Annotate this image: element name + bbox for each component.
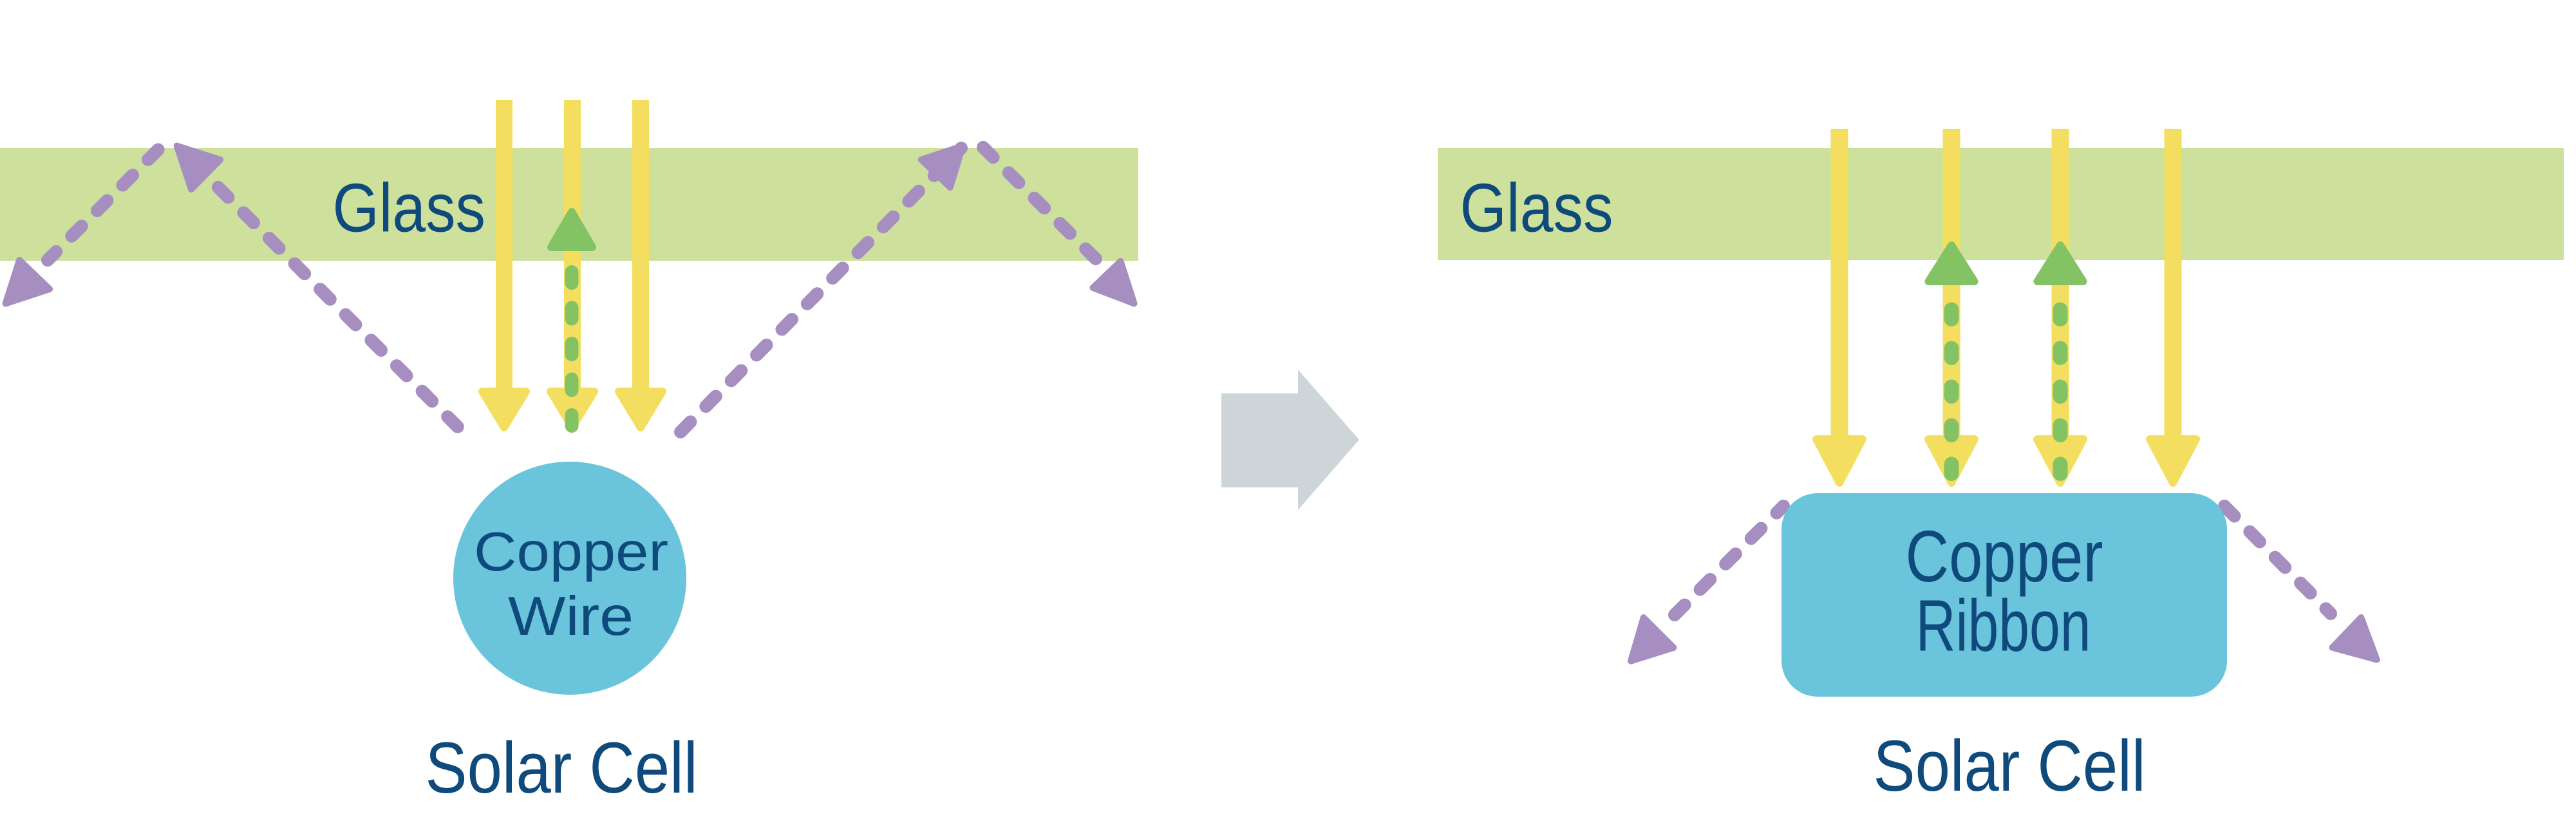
svg-text:Copper: Copper: [1906, 516, 2103, 597]
svg-text:Glass: Glass: [1460, 169, 1613, 247]
svg-text:Solar Cell: Solar Cell: [1874, 726, 2146, 806]
svg-text:Wire: Wire: [508, 586, 634, 647]
svg-text:Glass: Glass: [333, 169, 486, 247]
svg-text:Solar Cell: Solar Cell: [426, 728, 698, 808]
svg-text:Ribbon: Ribbon: [1916, 585, 2091, 666]
svg-text:Copper: Copper: [474, 522, 668, 583]
